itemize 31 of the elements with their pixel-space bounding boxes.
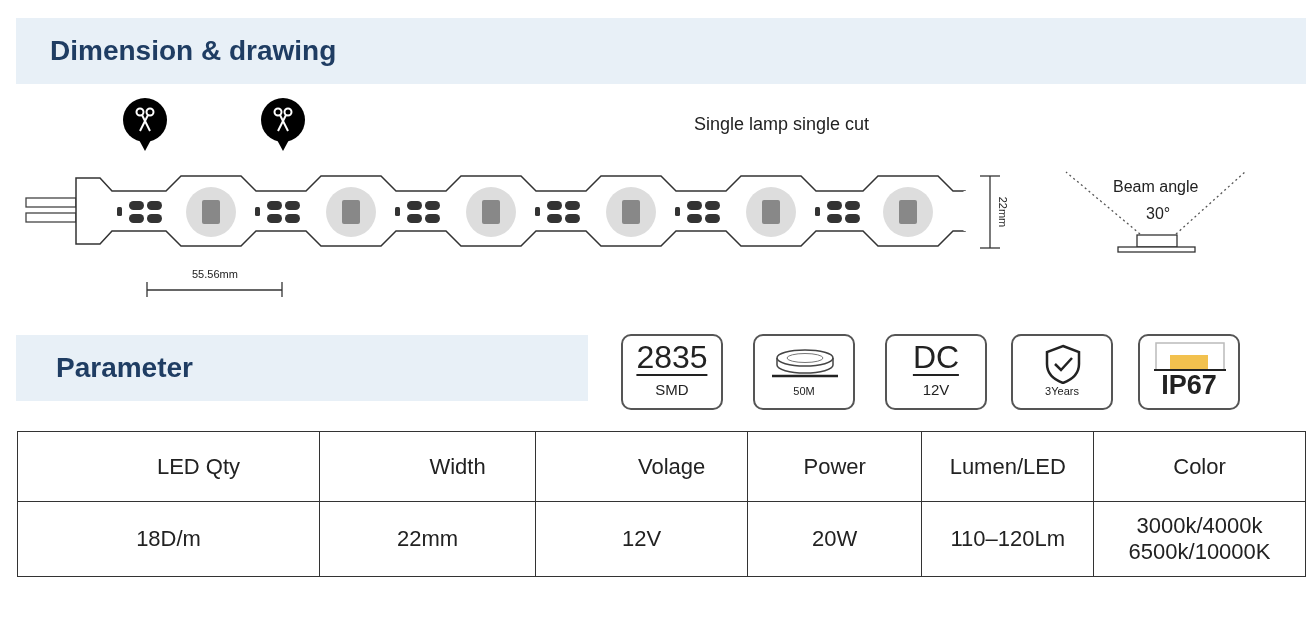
table-header-cell: Color bbox=[1093, 431, 1306, 502]
dimension-label: 55.56mm bbox=[192, 268, 238, 280]
table-cell: 22mm bbox=[319, 501, 536, 577]
badge-title: 2835 bbox=[636, 340, 708, 376]
angle-value: 30° bbox=[1146, 205, 1171, 223]
section-heading: Parameter bbox=[56, 352, 193, 384]
spec-badge bbox=[1011, 334, 1113, 410]
badge-title: IP67 bbox=[1160, 370, 1218, 401]
section-heading: Dimension & drawing bbox=[50, 35, 337, 67]
spec-badge bbox=[621, 334, 723, 410]
badge-caption: 50M bbox=[792, 385, 816, 397]
badge-caption: SMD bbox=[654, 381, 690, 398]
caption-text: Single lamp single cut bbox=[694, 114, 870, 135]
table-header-cell: Width bbox=[319, 431, 536, 502]
table-cell: 18D/m bbox=[17, 501, 320, 577]
beam-angle-label: Beam angle bbox=[1113, 178, 1199, 196]
table-cell: 110–120Lm bbox=[921, 501, 1094, 577]
spec-badge bbox=[885, 334, 987, 410]
table-header-cell: LED Qty bbox=[17, 431, 320, 502]
spec-badge bbox=[1138, 334, 1240, 410]
badge-caption: 12V bbox=[921, 381, 951, 398]
table-cell: 20W bbox=[747, 501, 922, 577]
spec-badge bbox=[753, 334, 855, 410]
table-cell: 3000k/4000k 6500k/10000K bbox=[1093, 501, 1306, 577]
table-header-cell: Volage bbox=[535, 431, 748, 502]
table-header-cell: Lumen/LED bbox=[921, 431, 1094, 502]
dimension-label: 22mm bbox=[997, 196, 1009, 228]
table-cell: 12V bbox=[535, 501, 748, 577]
badge-title: DC bbox=[912, 340, 960, 376]
badge-caption: 3Years bbox=[1044, 385, 1080, 397]
table-header-cell: Power bbox=[747, 431, 922, 502]
